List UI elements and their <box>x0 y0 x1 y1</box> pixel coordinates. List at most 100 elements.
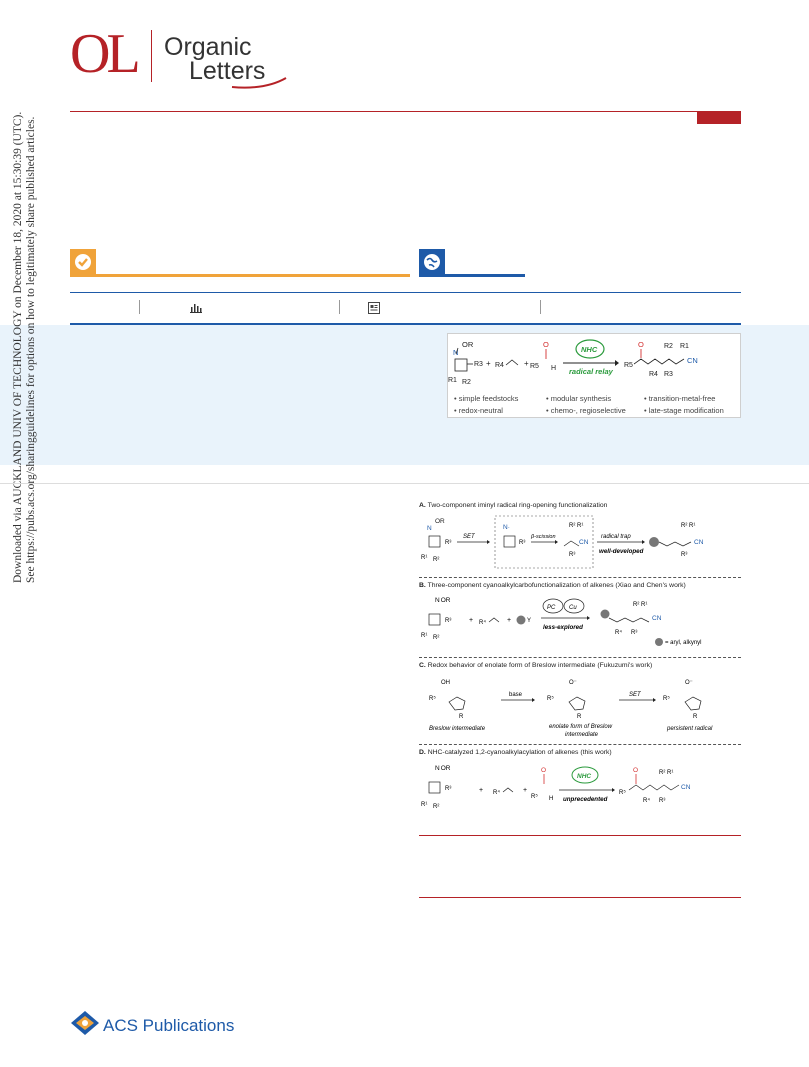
toc-bullet-2: • modular synthesis <box>546 394 612 403</box>
svg-text:R⁴: R⁴ <box>643 797 650 804</box>
toc-r2-label: R2 <box>462 379 471 386</box>
svg-text:NOR: NOR <box>435 597 451 604</box>
svg-text:R³: R³ <box>445 786 451 792</box>
article-recommendations-icon[interactable] <box>368 302 380 314</box>
svg-text:CN: CN <box>681 784 691 791</box>
metrics-divider <box>540 300 541 314</box>
svg-text:O⁻: O⁻ <box>569 680 577 686</box>
panel-c-title: C. Redox behavior of enolate form of Bre… <box>419 662 653 669</box>
header-rule <box>70 111 741 112</box>
panel-b-title: B. Three-component cyanoalkylcarbofuncti… <box>419 582 686 589</box>
svg-text:O⁻: O⁻ <box>685 680 693 686</box>
svg-text:R⁴: R⁴ <box>615 629 622 636</box>
toc-r1-label: R1 <box>448 377 457 384</box>
metrics-chart-icon[interactable] <box>190 303 202 313</box>
svg-text:enolate form of Breslow: enolate form of Breslow <box>549 724 613 730</box>
svg-text:R⁵: R⁵ <box>663 695 670 702</box>
journal-logo-mark: OL <box>70 23 141 85</box>
globe-icon[interactable] <box>419 249 445 275</box>
toc-product-cn: CN <box>687 356 698 365</box>
metrics-bar-bottom <box>70 323 741 325</box>
svg-text:R² R¹: R² R¹ <box>681 523 695 529</box>
panel-a-title: A. Two-component iminyl radical ring-ope… <box>419 502 608 509</box>
toc-o-label: O <box>543 340 549 349</box>
svg-text:R³: R³ <box>659 798 665 804</box>
svg-text:R²: R² <box>433 804 439 810</box>
svg-text:+: + <box>469 617 473 624</box>
svg-text:Cu: Cu <box>569 605 577 611</box>
svg-text:NHC: NHC <box>577 773 591 780</box>
logo-swoosh-icon <box>231 77 287 89</box>
svg-text:R⁴: R⁴ <box>493 789 500 796</box>
svg-text:R³: R³ <box>519 540 525 546</box>
download-notice: Downloaded via AUCKLAND UNIV OF TECHNOLO… <box>12 111 38 583</box>
toc-radical-relay-label: radical relay <box>569 367 614 376</box>
svg-text:Y: Y <box>527 618 531 624</box>
svg-text:OR: OR <box>435 518 445 525</box>
svg-text:N·: N· <box>503 524 510 531</box>
toc-bullet-1: • simple feedstocks <box>454 394 519 403</box>
logo-separator <box>151 30 152 82</box>
acs-logo-icon <box>71 1011 99 1035</box>
toc-or-label: OR <box>462 340 474 349</box>
toc-bullet-5: • chemo-, regioselective <box>546 406 626 415</box>
svg-text:β-scission: β-scission <box>530 534 556 540</box>
section-divider <box>0 483 809 484</box>
svg-text:OH: OH <box>441 680 450 686</box>
svg-text:= aryl, alkynyl: = aryl, alkynyl <box>665 640 702 646</box>
toc-bullet-4: • redox-neutral <box>454 406 503 415</box>
svg-text:R⁵: R⁵ <box>429 695 436 702</box>
figure-rule-top <box>419 835 741 836</box>
open-access-icon[interactable] <box>70 249 96 275</box>
svg-text:N: N <box>427 525 432 532</box>
metrics-divider <box>339 300 340 314</box>
svg-text:SET: SET <box>463 534 476 540</box>
toc-graphic[interactable]: OR N R3 R1 R2 + R4 + O R5 H NHC radical … <box>447 333 741 418</box>
svg-text:R⁵: R⁵ <box>619 789 626 796</box>
toc-product-r4: R4 <box>649 371 658 378</box>
svg-text:+: + <box>507 617 511 624</box>
svg-text:R: R <box>577 714 582 720</box>
svg-text:R⁵: R⁵ <box>531 793 538 800</box>
svg-text:R⁴: R⁴ <box>479 619 486 626</box>
toc-bullet-6: • late-stage modification <box>644 406 724 415</box>
toc-product-r1: R1 <box>680 343 689 350</box>
svg-text:persistent radical: persistent radical <box>666 726 713 732</box>
open-access-bar <box>70 274 410 277</box>
svg-text:SET: SET <box>629 692 642 698</box>
svg-text:+: + <box>523 787 527 794</box>
svg-text:H: H <box>549 796 553 802</box>
svg-text:+: + <box>479 787 483 794</box>
svg-text:Breslow intermediate: Breslow intermediate <box>429 726 486 732</box>
toc-n-label: N <box>453 348 458 357</box>
svg-text:R⁵: R⁵ <box>547 695 554 702</box>
svg-text:R¹: R¹ <box>421 555 427 561</box>
svg-text:R: R <box>693 714 698 720</box>
journal-name-line2: Letters <box>189 57 266 85</box>
panel-divider <box>419 577 741 578</box>
svg-text:O: O <box>633 767 638 774</box>
download-notice-line1: Downloaded via AUCKLAND UNIV OF TECHNOLO… <box>12 111 24 583</box>
panel-d-scheme: NOR R³ R¹ R² + R⁴ + O R⁵ H NHC unpreceden… <box>421 765 691 810</box>
svg-text:NOR: NOR <box>435 765 451 772</box>
panel-divider <box>419 744 741 745</box>
svg-text:intermediate: intermediate <box>565 732 599 738</box>
acs-publications-label[interactable]: ACS Publications <box>103 1016 235 1035</box>
panel-divider <box>419 657 741 658</box>
svg-text:well-developed: well-developed <box>599 548 644 555</box>
header-tab <box>697 111 741 124</box>
svg-text:R² R¹: R² R¹ <box>633 602 647 608</box>
toc-r5-label: R5 <box>530 363 539 370</box>
svg-text:base: base <box>509 692 523 698</box>
globe-bar <box>419 274 525 277</box>
metrics-bar-top <box>70 292 741 293</box>
svg-text:CN: CN <box>652 615 662 622</box>
svg-text:unprecedented: unprecedented <box>563 796 608 803</box>
panel-c-scheme: OH R⁵ R base O⁻ R⁵ R SET O⁻ R⁵ R Breslow… <box>429 680 713 738</box>
toc-r3-label: R3 <box>474 361 483 368</box>
svg-text:R¹: R¹ <box>421 802 427 808</box>
svg-text:R: R <box>459 714 464 720</box>
scheme-figure: A. Two-component iminyl radical ring-ope… <box>419 502 741 832</box>
